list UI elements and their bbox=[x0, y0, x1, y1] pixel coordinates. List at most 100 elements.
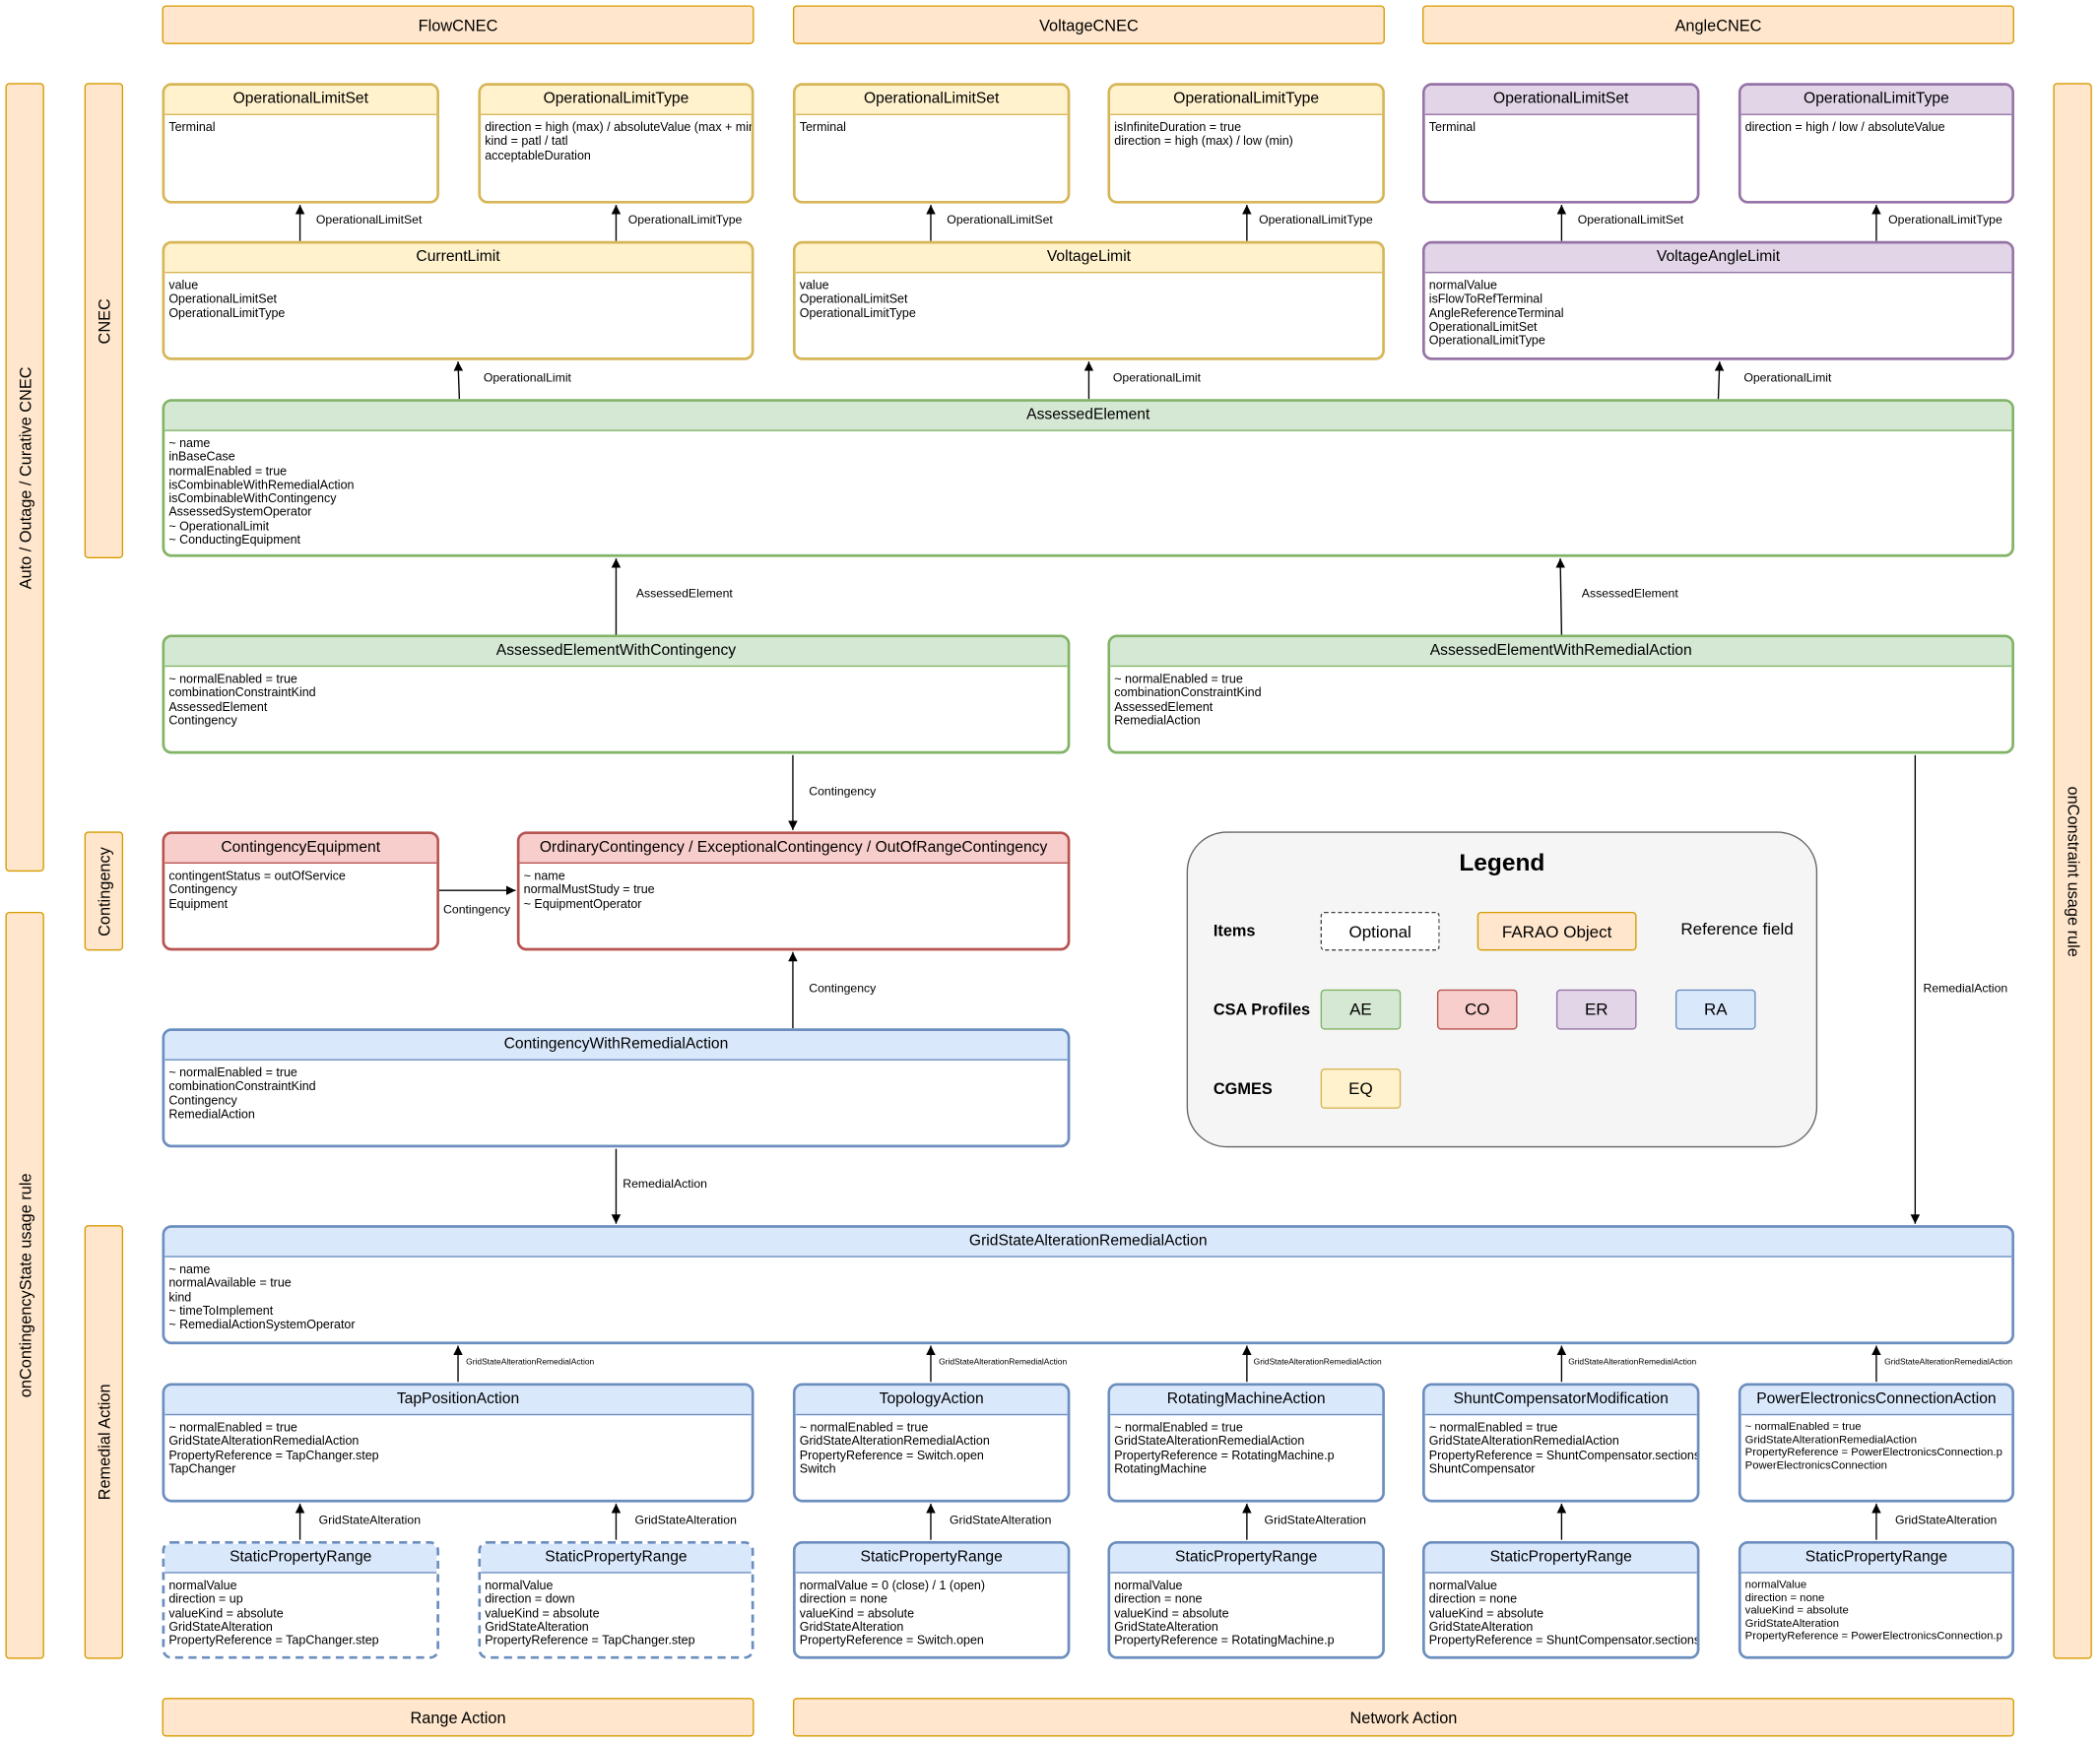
static-property-range-down: StaticPropertyRange normalValue directio… bbox=[478, 1541, 755, 1659]
legend-items-label: Items bbox=[1213, 921, 1256, 940]
box-title: GridStateAlterationRemedialAction bbox=[164, 1227, 2012, 1258]
box-fields: Terminal bbox=[796, 115, 1068, 134]
box-title: CurrentLimit bbox=[164, 243, 752, 274]
legend-optional: Optional bbox=[1320, 911, 1440, 951]
field: normalValue bbox=[1744, 1577, 1807, 1591]
field: ~ OperationalLimit bbox=[168, 519, 270, 533]
field: ~ timeToImplement bbox=[168, 1304, 274, 1318]
field: AngleReferenceTerminal bbox=[1428, 305, 1564, 320]
field: normalValue bbox=[1114, 1579, 1183, 1592]
field: Terminal bbox=[799, 120, 846, 134]
edge-label-assessed-element: AssessedElement bbox=[635, 586, 733, 602]
field: ~ normalEnabled = true bbox=[799, 1420, 929, 1435]
angle-operational-limit-set: OperationalLimitSet Terminal bbox=[1421, 83, 1700, 204]
field: RotatingMachine bbox=[1114, 1461, 1208, 1476]
field: Equipment bbox=[168, 896, 229, 911]
field: direction = high (max) / low (min) bbox=[1114, 134, 1293, 148]
band-contingency-label: Contingency bbox=[94, 846, 113, 937]
box-fields: normalValue direction = up valueKind = a… bbox=[164, 1574, 436, 1647]
legend-reference-field: Reference field bbox=[1680, 920, 1794, 939]
band-on-constraint: onConstraint usage rule bbox=[2053, 83, 2092, 1659]
field: isFlowToRefTerminal bbox=[1428, 291, 1543, 306]
box-title: AssessedElementWithContingency bbox=[164, 637, 1068, 668]
flow-operational-limit-set: OperationalLimitSet Terminal bbox=[162, 83, 439, 204]
box-title: StaticPropertyRange bbox=[1110, 1543, 1383, 1574]
box-title: OperationalLimitType bbox=[1110, 86, 1383, 115]
edge-label-contingency: Contingency bbox=[809, 784, 877, 800]
box-title: OperationalLimitSet bbox=[1424, 86, 1697, 115]
voltage-operational-limit-type: OperationalLimitType isInfiniteDuration … bbox=[1107, 83, 1385, 204]
edge-label-grid-state-alteration: GridStateAlteration bbox=[634, 1513, 737, 1528]
edge-label-gsa-ra: GridStateAlterationRemedialAction bbox=[939, 1357, 1068, 1369]
edge-label-assessed-element: AssessedElement bbox=[1581, 586, 1678, 602]
box-fields: direction = high / low / absoluteValue bbox=[1741, 115, 2012, 134]
box-title: StaticPropertyRange bbox=[1740, 1543, 2012, 1574]
field: PropertyReference = PowerElectronicsConn… bbox=[1744, 1445, 2002, 1458]
box-title: VoltageLimit bbox=[795, 243, 1383, 274]
field: AssessedElement bbox=[168, 699, 268, 714]
current-limit: CurrentLimit value OperationalLimitSet O… bbox=[162, 240, 755, 360]
box-fields: ~ name normalMustStudy = true ~ Equipmen… bbox=[520, 864, 1068, 910]
field: valueKind = absolute bbox=[1114, 1606, 1229, 1620]
edge-label-gsa-ra: GridStateAlterationRemedialAction bbox=[1568, 1357, 1697, 1369]
field: value bbox=[799, 278, 829, 292]
box-fields: ~ normalEnabled = true GridStateAlterati… bbox=[1425, 1415, 1697, 1476]
field: GridStateAlterationRemedialAction bbox=[1114, 1434, 1305, 1449]
field: Contingency bbox=[168, 713, 237, 728]
box-title: StaticPropertyRange bbox=[164, 1543, 437, 1574]
field: Terminal bbox=[168, 120, 216, 134]
edge-label-contingency: Contingency bbox=[443, 902, 511, 918]
field: normalValue bbox=[485, 1579, 554, 1592]
field: normalMustStudy = true bbox=[523, 882, 655, 897]
field: valueKind = absolute bbox=[1744, 1602, 1849, 1617]
column-flow-cnec: FlowCNEC bbox=[162, 5, 755, 44]
field: GridStateAlteration bbox=[168, 1620, 273, 1634]
grid-state-alteration-remedial-action: GridStateAlterationRemedialAction ~ name… bbox=[162, 1225, 2014, 1345]
field: PropertyReference = RotatingMachine.p bbox=[1114, 1448, 1335, 1462]
edge-label-grid-state-alteration: GridStateAlteration bbox=[1894, 1513, 1998, 1528]
box-title: StaticPropertyRange bbox=[795, 1543, 1068, 1574]
field: GridStateAlterationRemedialAction bbox=[168, 1434, 360, 1449]
field: PropertyReference = RotatingMachine.p bbox=[1114, 1634, 1335, 1647]
box-fields: ~ normalEnabled = true combinationConstr… bbox=[164, 1061, 1067, 1121]
tap-position-action: TapPositionAction ~ normalEnabled = true… bbox=[162, 1383, 755, 1503]
field: ~ normalEnabled = true bbox=[1428, 1420, 1558, 1435]
box-fields: normalValue isFlowToRefTerminal AngleRef… bbox=[1425, 273, 2012, 348]
legend-cgmes-label: CGMES bbox=[1213, 1078, 1273, 1098]
field: acceptableDuration bbox=[485, 148, 591, 161]
ordinary-contingency: OrdinaryContingency / ExceptionalConting… bbox=[516, 831, 1071, 951]
field: normalValue bbox=[1428, 278, 1498, 292]
field: ~ normalEnabled = true bbox=[1114, 1420, 1243, 1435]
field: GridStateAlterationRemedialAction bbox=[1428, 1434, 1619, 1449]
column-voltage-cnec: VoltageCNEC bbox=[792, 5, 1385, 44]
field: normalValue bbox=[168, 1579, 237, 1592]
edge-label-gsa-ra: GridStateAlterationRemedialAction bbox=[1253, 1357, 1382, 1369]
voltage-angle-limit: VoltageAngleLimit normalValue isFlowToRe… bbox=[1421, 240, 2014, 360]
field: valueKind = absolute bbox=[1428, 1606, 1544, 1620]
edge-label-remedial-action: RemedialAction bbox=[1923, 981, 2008, 997]
edge-ae-current bbox=[453, 361, 464, 400]
field: GridStateAlteration bbox=[485, 1620, 589, 1634]
field: direction = high / low / absoluteValue bbox=[1744, 120, 1945, 134]
field: PropertyReference = TapChanger.step bbox=[168, 1448, 379, 1462]
box-fields: normalValue direction = none valueKind =… bbox=[1741, 1574, 2012, 1643]
box-fields: Terminal bbox=[1425, 115, 1697, 134]
topology-action: TopologyAction ~ normalEnabled = true Gr… bbox=[792, 1383, 1071, 1503]
edge-label-operational-limit: OperationalLimit bbox=[1112, 370, 1202, 386]
contingency-equipment: ContingencyEquipment contingentStatus = … bbox=[162, 831, 439, 951]
static-property-range-up: StaticPropertyRange normalValue directio… bbox=[162, 1541, 439, 1659]
box-fields: ~ normalEnabled = true GridStateAlterati… bbox=[164, 1415, 752, 1476]
box-fields: ~ name inBaseCase normalEnabled = true i… bbox=[164, 431, 2011, 547]
static-property-range-power-electronics: StaticPropertyRange normalValue directio… bbox=[1738, 1541, 2014, 1659]
field: combinationConstraintKind bbox=[1114, 685, 1262, 700]
field: OperationalLimitType bbox=[168, 305, 286, 320]
band-remedial-action-label: Remedial Action bbox=[94, 1384, 113, 1501]
band-contingency: Contingency bbox=[84, 831, 124, 951]
box-fields: value OperationalLimitSet OperationalLim… bbox=[164, 273, 752, 320]
field: PropertyReference = TapChanger.step bbox=[168, 1634, 379, 1647]
contingency-with-remedial-action: ContingencyWithRemedialAction ~ normalEn… bbox=[162, 1028, 1071, 1148]
field: normalValue = 0 (close) / 1 (open) bbox=[799, 1579, 986, 1592]
field: valueKind = absolute bbox=[799, 1606, 915, 1620]
box-title: VoltageAngleLimit bbox=[1424, 243, 2012, 274]
rotating-machine-action: RotatingMachineAction ~ normalEnabled = … bbox=[1107, 1383, 1385, 1503]
